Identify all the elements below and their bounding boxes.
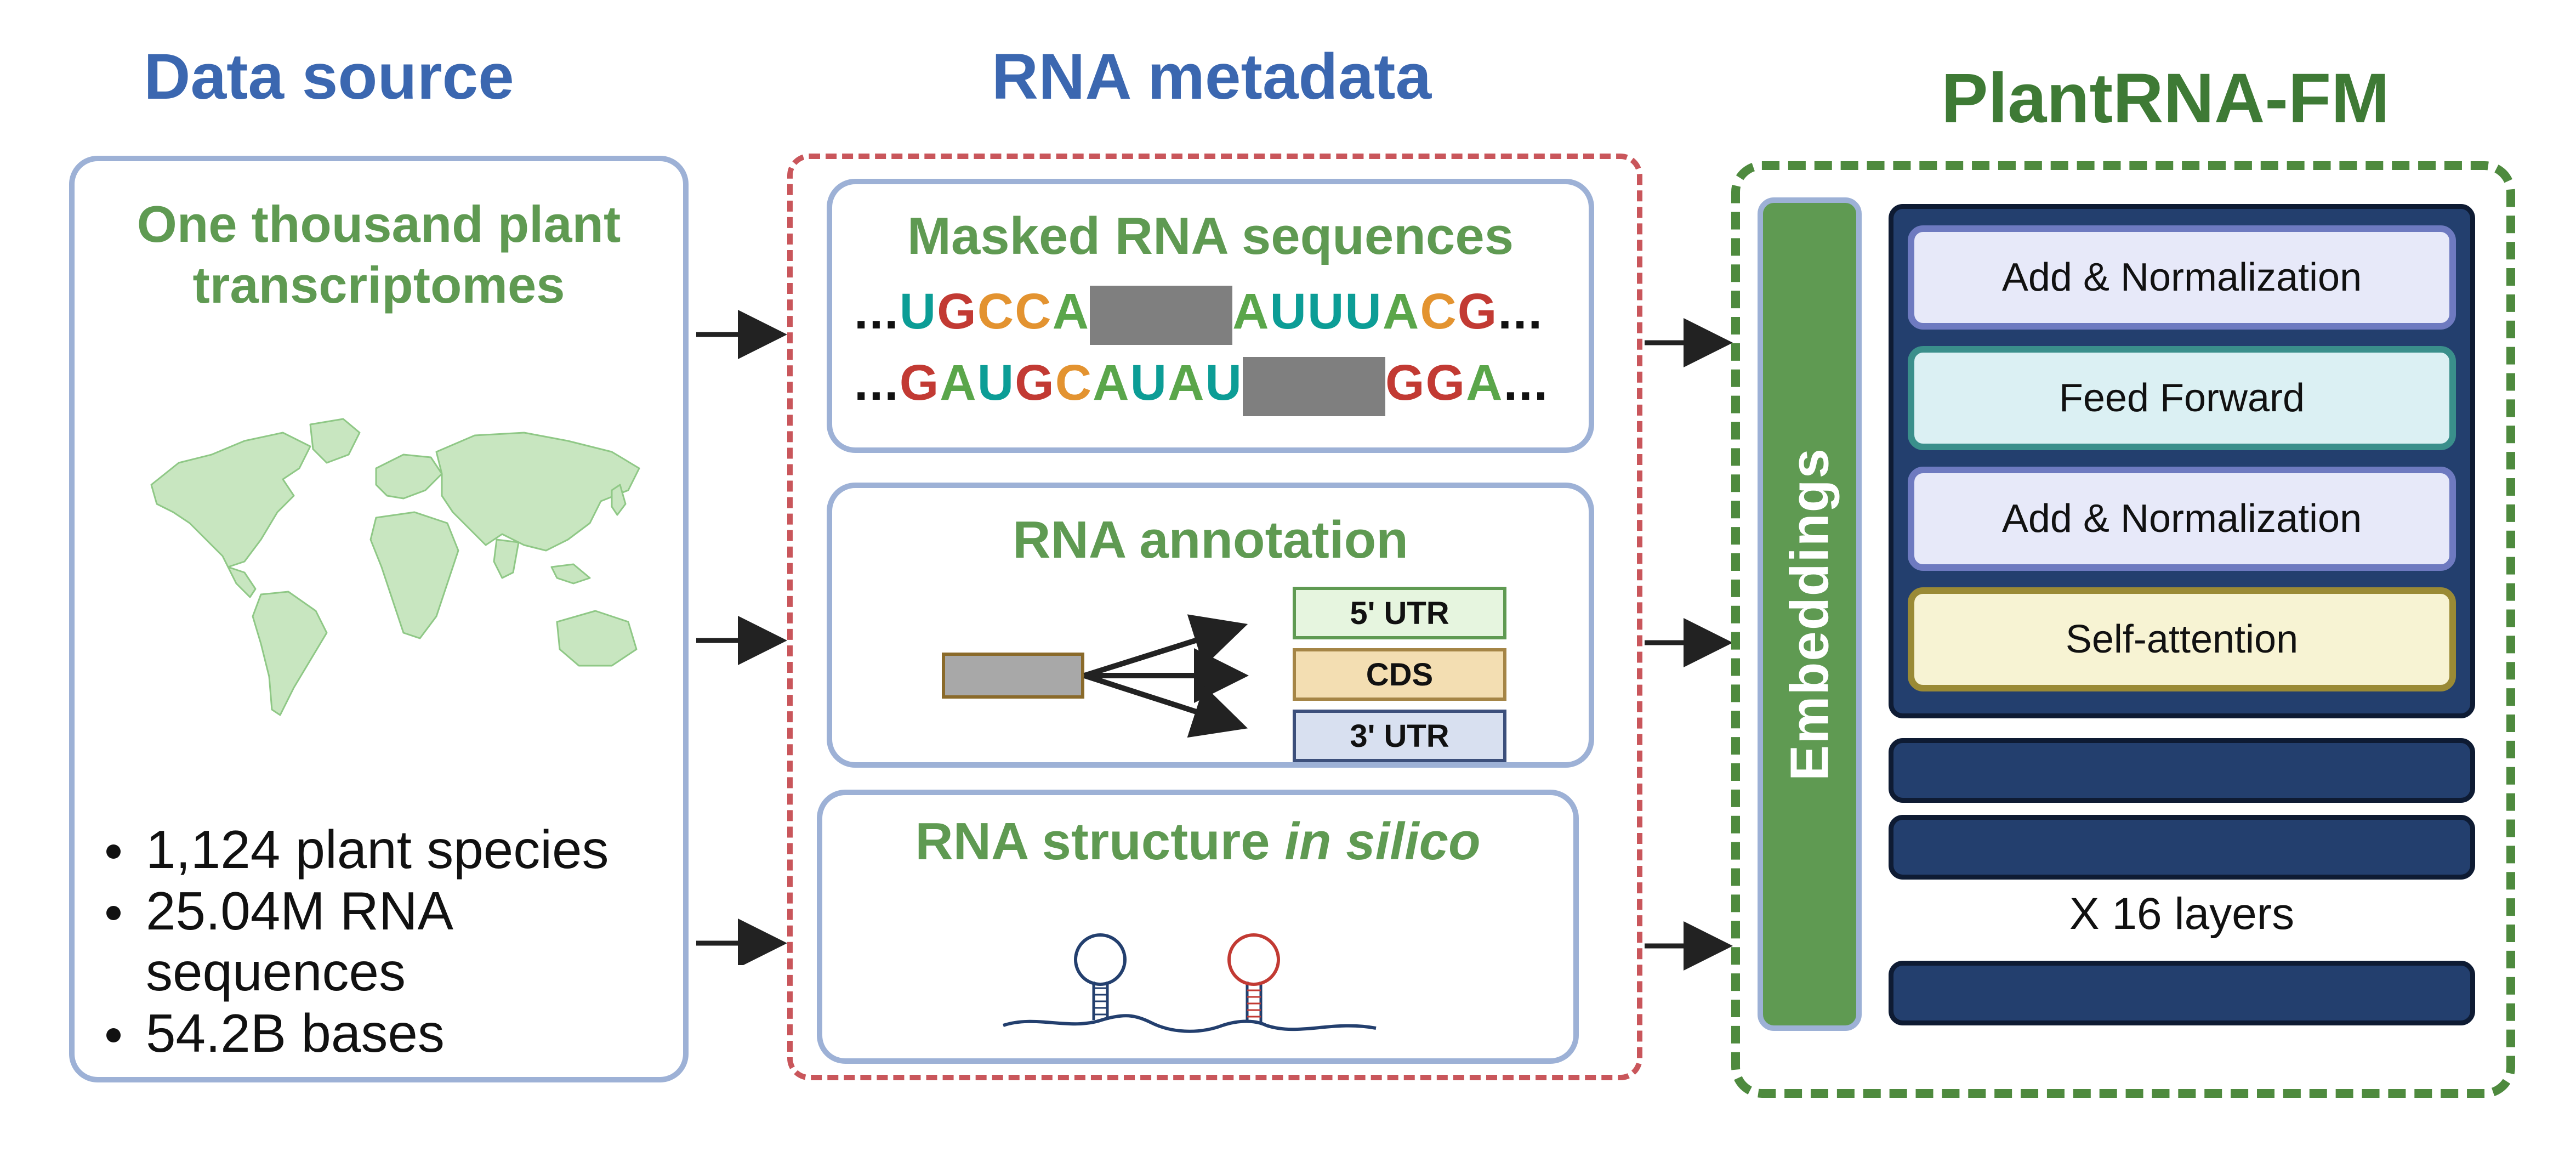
- seq1-right: AUUUACG...: [1232, 284, 1544, 339]
- data-source-bullets: 1,124 plant species 25.04M RNA sequences…: [96, 819, 678, 1064]
- masked-sequence-2: ...GAUGCAUAU GGA...: [854, 354, 1549, 416]
- feed-forward: Feed Forward: [1908, 346, 2456, 450]
- add-norm-bottom: Add & Normalization: [1908, 467, 2456, 571]
- heading-rna-metadata: RNA metadata: [991, 41, 1432, 113]
- self-attention: Self-attention: [1908, 587, 2456, 691]
- structure-panel: RNA structure in silico: [817, 790, 1579, 1064]
- arrows-left: [696, 310, 787, 965]
- rna-metadata-container: [787, 154, 1642, 1080]
- bullet-sequences: 25.04M RNA sequences: [96, 881, 678, 1003]
- data-source-panel: One thousand plant transcriptomes: [69, 156, 689, 1082]
- transformer-block: Add & Normalization Feed Forward Add & N…: [1889, 204, 2475, 718]
- masked-sequences-title: Masked RNA sequences: [907, 207, 1514, 265]
- transcript-block: [942, 653, 1084, 699]
- bullet-bases: 54.2B bases: [96, 1003, 678, 1064]
- structure-title-italic: in silico: [1284, 812, 1481, 871]
- heading-data-source: Data source: [144, 41, 514, 113]
- seq1-left: ...UGCCA: [854, 284, 1090, 339]
- mask-block-2: [1242, 356, 1385, 416]
- layer-bar-2: [1889, 815, 2475, 880]
- data-source-title: One thousand plant transcriptomes: [137, 195, 621, 314]
- structure-title-main: RNA structure: [915, 812, 1285, 871]
- structure-title: RNA structure in silico: [822, 812, 1573, 872]
- embeddings-bar: Embeddings: [1758, 197, 1862, 1031]
- layers-label: X 16 layers: [2069, 889, 2295, 939]
- mask-block-1: [1090, 285, 1233, 345]
- annotation-title: RNA annotation: [1013, 511, 1408, 569]
- rna-structure-icon: [1003, 933, 1377, 1033]
- utr3-box: 3' UTR: [1293, 710, 1506, 762]
- world-map-icon: [150, 418, 640, 716]
- add-norm-top: Add & Normalization: [1908, 225, 2456, 330]
- heading-plantrna-fm: PlantRNA-FM: [1941, 59, 2390, 138]
- utr5-box: 5' UTR: [1293, 587, 1506, 639]
- seq2-left: ...GAUGCAUAU: [854, 355, 1243, 411]
- branch-arrows: [1083, 614, 1249, 738]
- arrows-right: [1645, 318, 1733, 971]
- seq2-right: GGA...: [1385, 355, 1549, 411]
- cds-box: CDS: [1293, 648, 1506, 701]
- bullet-species: 1,124 plant species: [96, 819, 678, 881]
- layer-bar-3: [1889, 961, 2475, 1025]
- embeddings-label: Embeddings: [1779, 447, 1840, 781]
- annotation-panel: RNA annotation 5' UTR CDS 3' UTR: [827, 483, 1594, 768]
- layer-bar-1: [1889, 738, 2475, 803]
- masked-sequence-1: ...UGCCA AUUUACG...: [854, 283, 1543, 345]
- plantrna-fm-container: [1731, 161, 2515, 1098]
